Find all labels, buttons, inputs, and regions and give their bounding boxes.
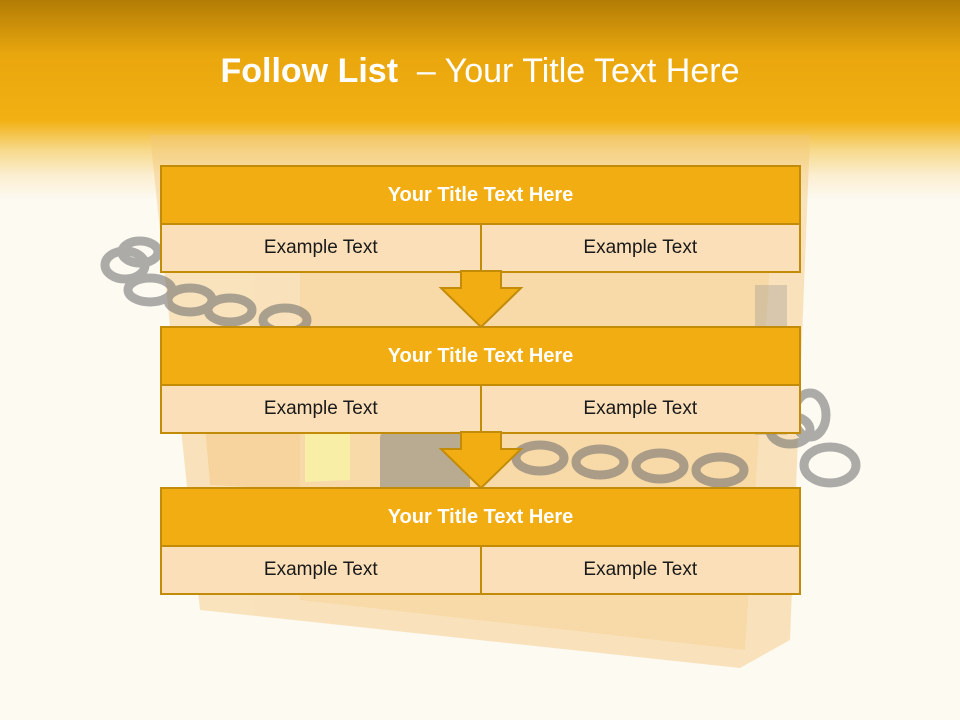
- step-cell-right: Example Text: [479, 547, 800, 593]
- slide-title: Follow List – Your Title Text Here: [0, 52, 960, 91]
- slide-title-rest: – Your Title Text Here: [398, 52, 740, 90]
- step-title: Your Title Text Here: [162, 489, 799, 547]
- step-box-2: Your Title Text Here Example Text Exampl…: [160, 326, 801, 434]
- step-cell-left: Example Text: [263, 398, 378, 419]
- step-row: Example Text Example Text: [162, 225, 799, 271]
- step-cell-left: Example Text: [263, 559, 378, 580]
- step-cell-right: Example Text: [479, 386, 800, 432]
- step-box-1: Your Title Text Here Example Text Exampl…: [160, 165, 801, 273]
- down-arrow-icon: [438, 270, 524, 328]
- slide-title-bold: Follow List: [220, 52, 399, 90]
- step-cell-right: Example Text: [479, 225, 800, 271]
- step-cell-left: Example Text: [263, 237, 378, 258]
- step-row: Example Text Example Text: [162, 547, 799, 593]
- step-box-3: Your Title Text Here Example Text Exampl…: [160, 487, 801, 595]
- step-row: Example Text Example Text: [162, 386, 799, 432]
- down-arrow-icon: [438, 431, 524, 489]
- step-title: Your Title Text Here: [162, 167, 799, 225]
- step-title: Your Title Text Here: [162, 328, 799, 386]
